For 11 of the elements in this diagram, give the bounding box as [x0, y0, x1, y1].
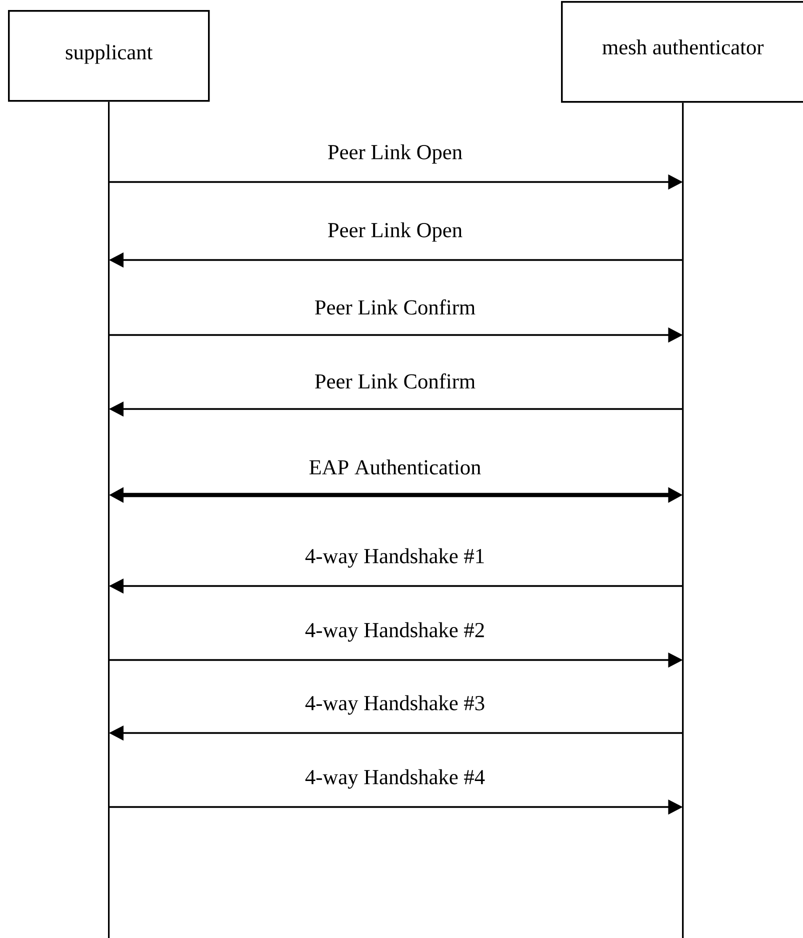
edge-label: 4-way Handshake #1: [305, 548, 484, 568]
actor-box: mesh authenticator: [561, 1, 803, 103]
edge-label: Peer Link Confirm: [315, 299, 476, 315]
edge-label: 4-way Handshake #2: [305, 622, 484, 642]
edge-label: 4-way Handshake #3: [305, 695, 484, 715]
edge-label: Peer Link Open: [328, 144, 462, 164]
actor-box: supplicant: [8, 10, 210, 102]
edge-label: EAP Authentication: [309, 460, 481, 474]
edge-label: Peer Link Open: [328, 222, 462, 242]
edge-label: 4-way Handshake #4: [305, 769, 485, 789]
edge-label: Peer Link Confirm: [315, 373, 476, 389]
